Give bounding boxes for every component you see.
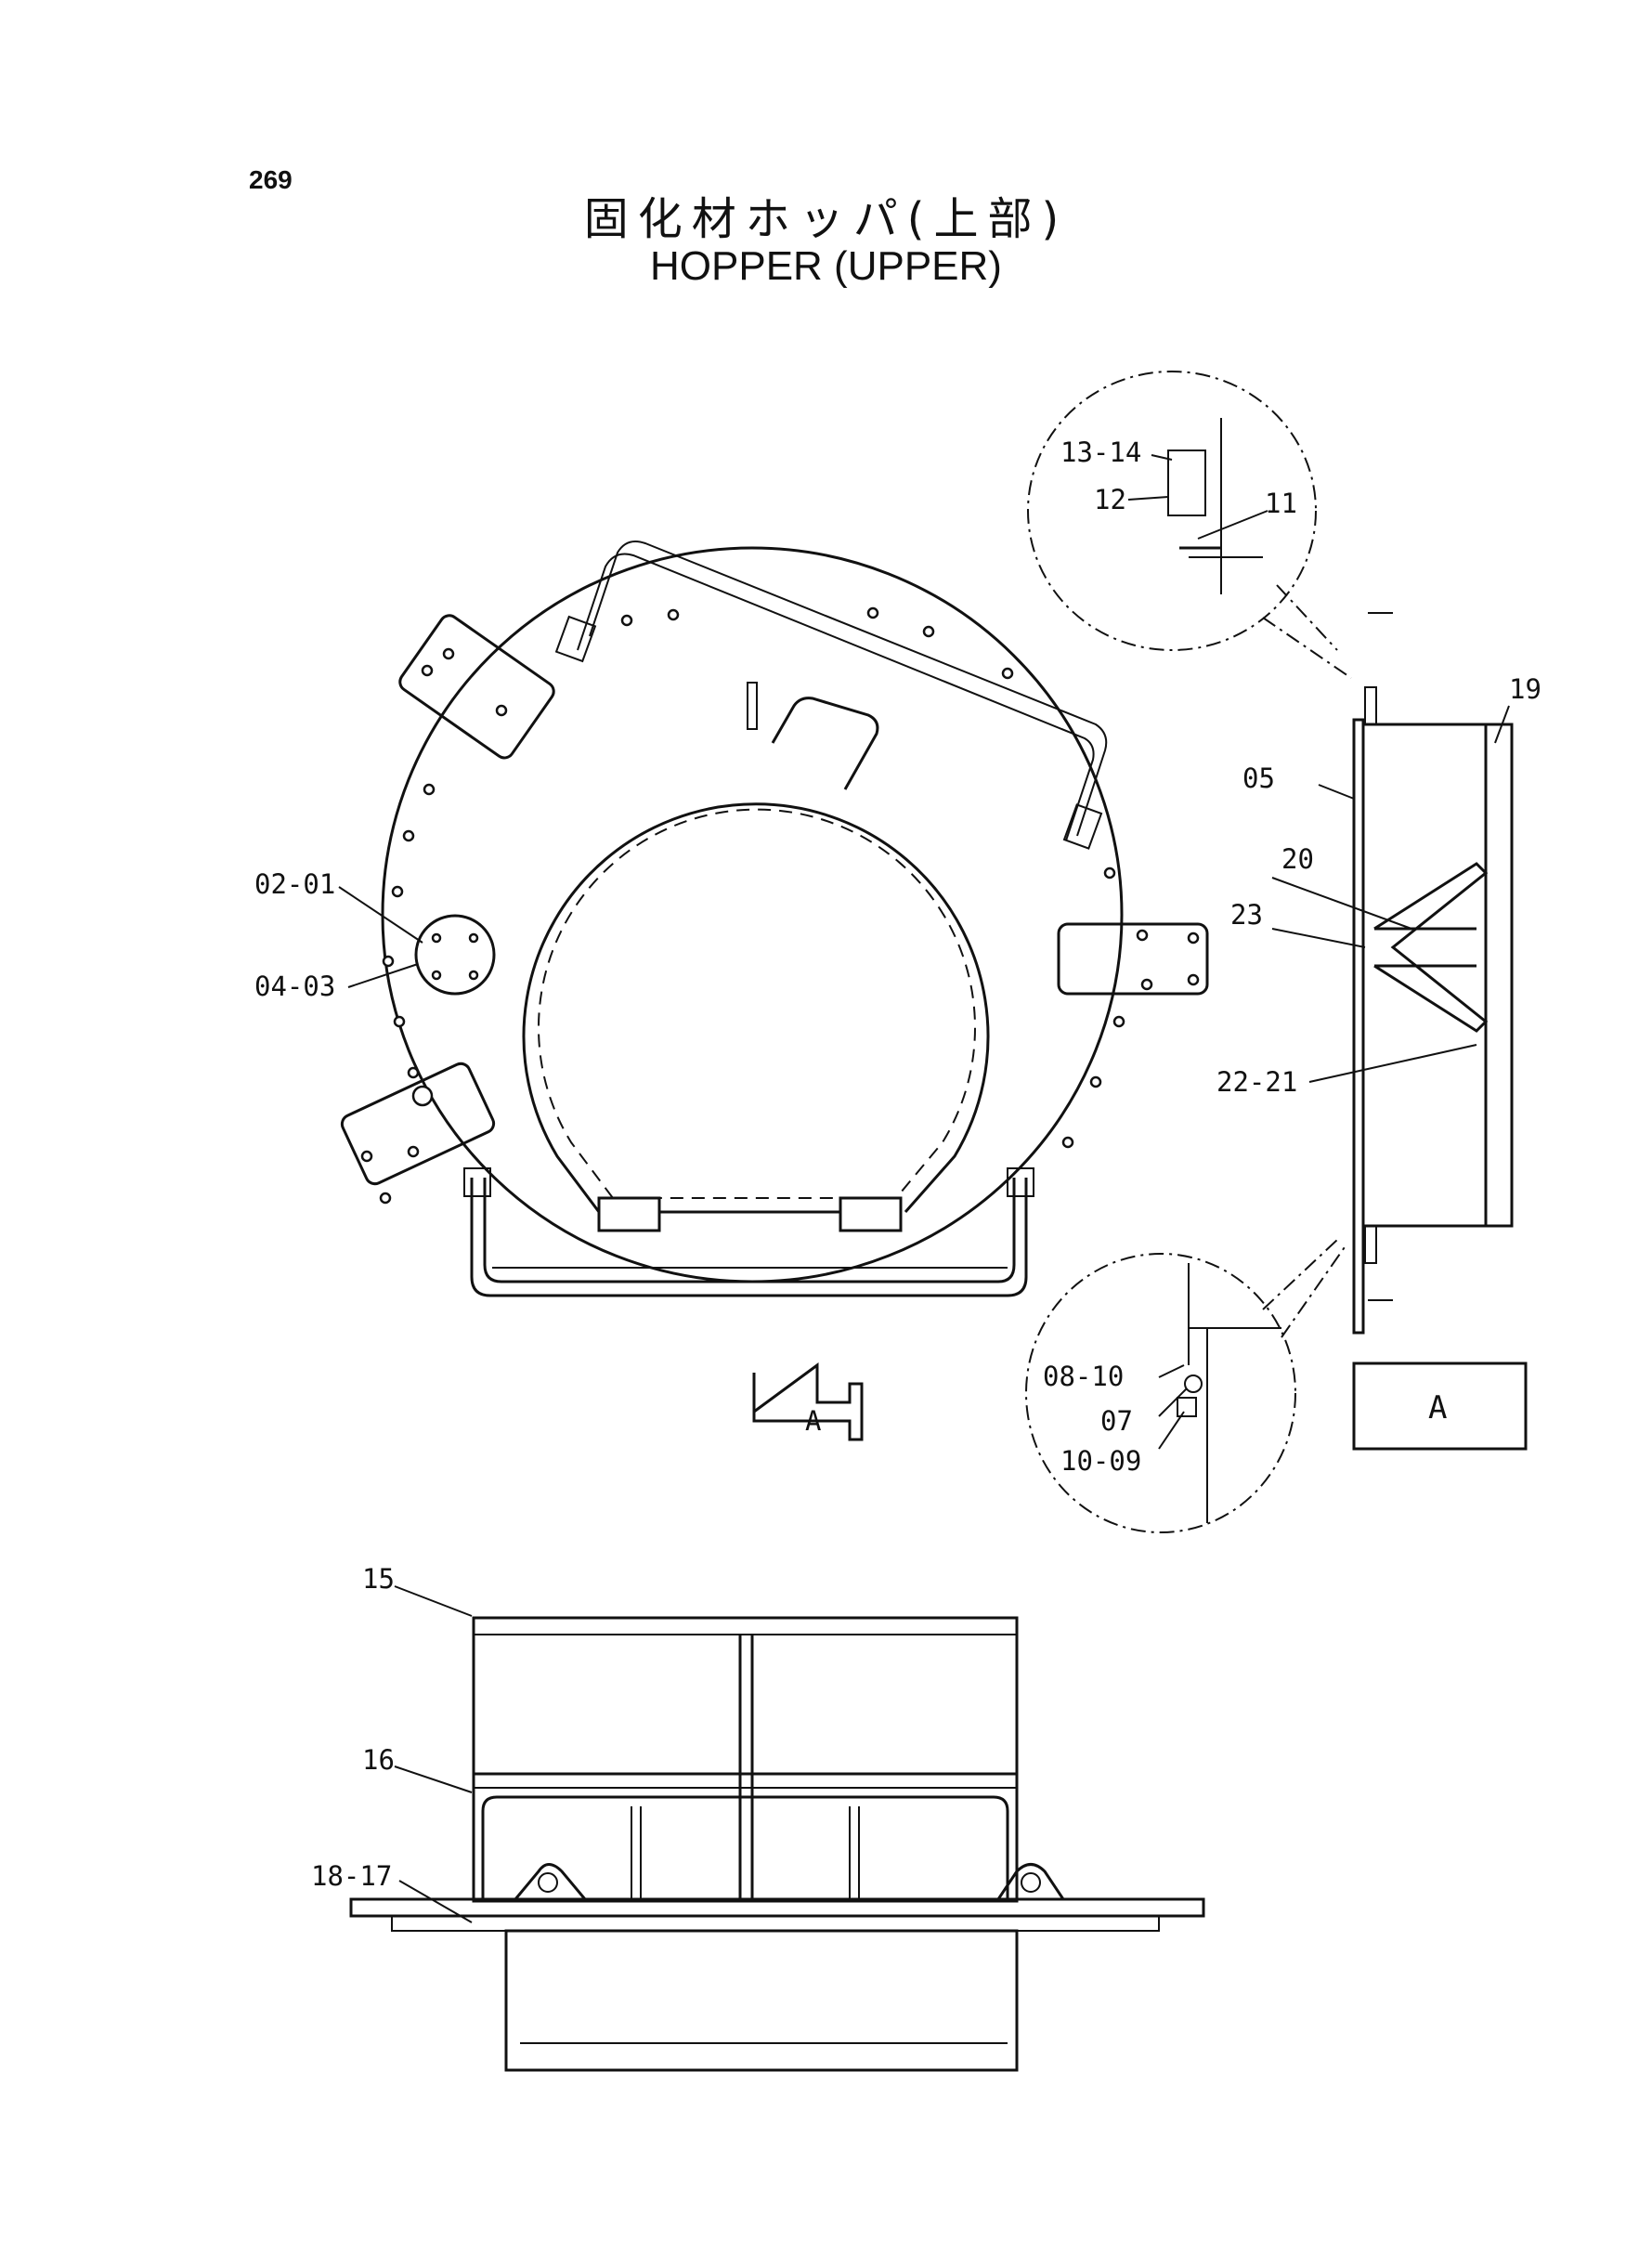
- view-a-box: [1352, 1362, 1528, 1451]
- detail-lower: 08-10 07 10-09: [1025, 1239, 1347, 1533]
- view-arrow-marker: A: [805, 1405, 821, 1437]
- label-13-14: 13-14: [1060, 436, 1141, 468]
- label-07: 07: [1100, 1405, 1133, 1437]
- outer-flange: [381, 546, 1124, 1283]
- hopper-opening-hidden: [538, 808, 976, 1199]
- label-19: 19: [1509, 673, 1541, 705]
- label-10-09: 10-09: [1060, 1445, 1141, 1477]
- label-11: 11: [1265, 488, 1297, 519]
- bolt-holes: [360, 606, 1200, 1205]
- label-22-21: 22-21: [1216, 1066, 1297, 1098]
- side-view: 05 19 20 23 22-21: [1216, 612, 1541, 1335]
- label-20: 20: [1281, 843, 1314, 875]
- detail-upper: 13-14 12 11: [1027, 371, 1352, 679]
- label-02-01: 02-01: [254, 868, 335, 900]
- label-18-17: 18-17: [311, 1860, 392, 1892]
- view-a-arrow: [752, 1362, 864, 1441]
- label-16: 16: [362, 1744, 395, 1776]
- hopper-opening: [522, 802, 990, 1213]
- title-japanese: 固化材ホッパ(上部): [583, 193, 1069, 245]
- label-05: 05: [1242, 762, 1275, 794]
- label-08-10: 08-10: [1043, 1361, 1124, 1392]
- label-23: 23: [1230, 899, 1263, 931]
- label-12: 12: [1094, 484, 1126, 515]
- front-view: 15 16 18-17: [311, 1563, 1205, 2072]
- view-a-label: A: [1428, 1389, 1447, 1427]
- label-04-03: 04-03: [254, 971, 335, 1002]
- guard-rail: [470, 1178, 1028, 1297]
- top-view: A 02-01 04-03: [254, 541, 1209, 1441]
- page-number: 269: [249, 165, 293, 194]
- title-english: HOPPER (UPPER): [650, 243, 1002, 289]
- label-15: 15: [362, 1563, 395, 1595]
- top-handle: [589, 541, 1108, 837]
